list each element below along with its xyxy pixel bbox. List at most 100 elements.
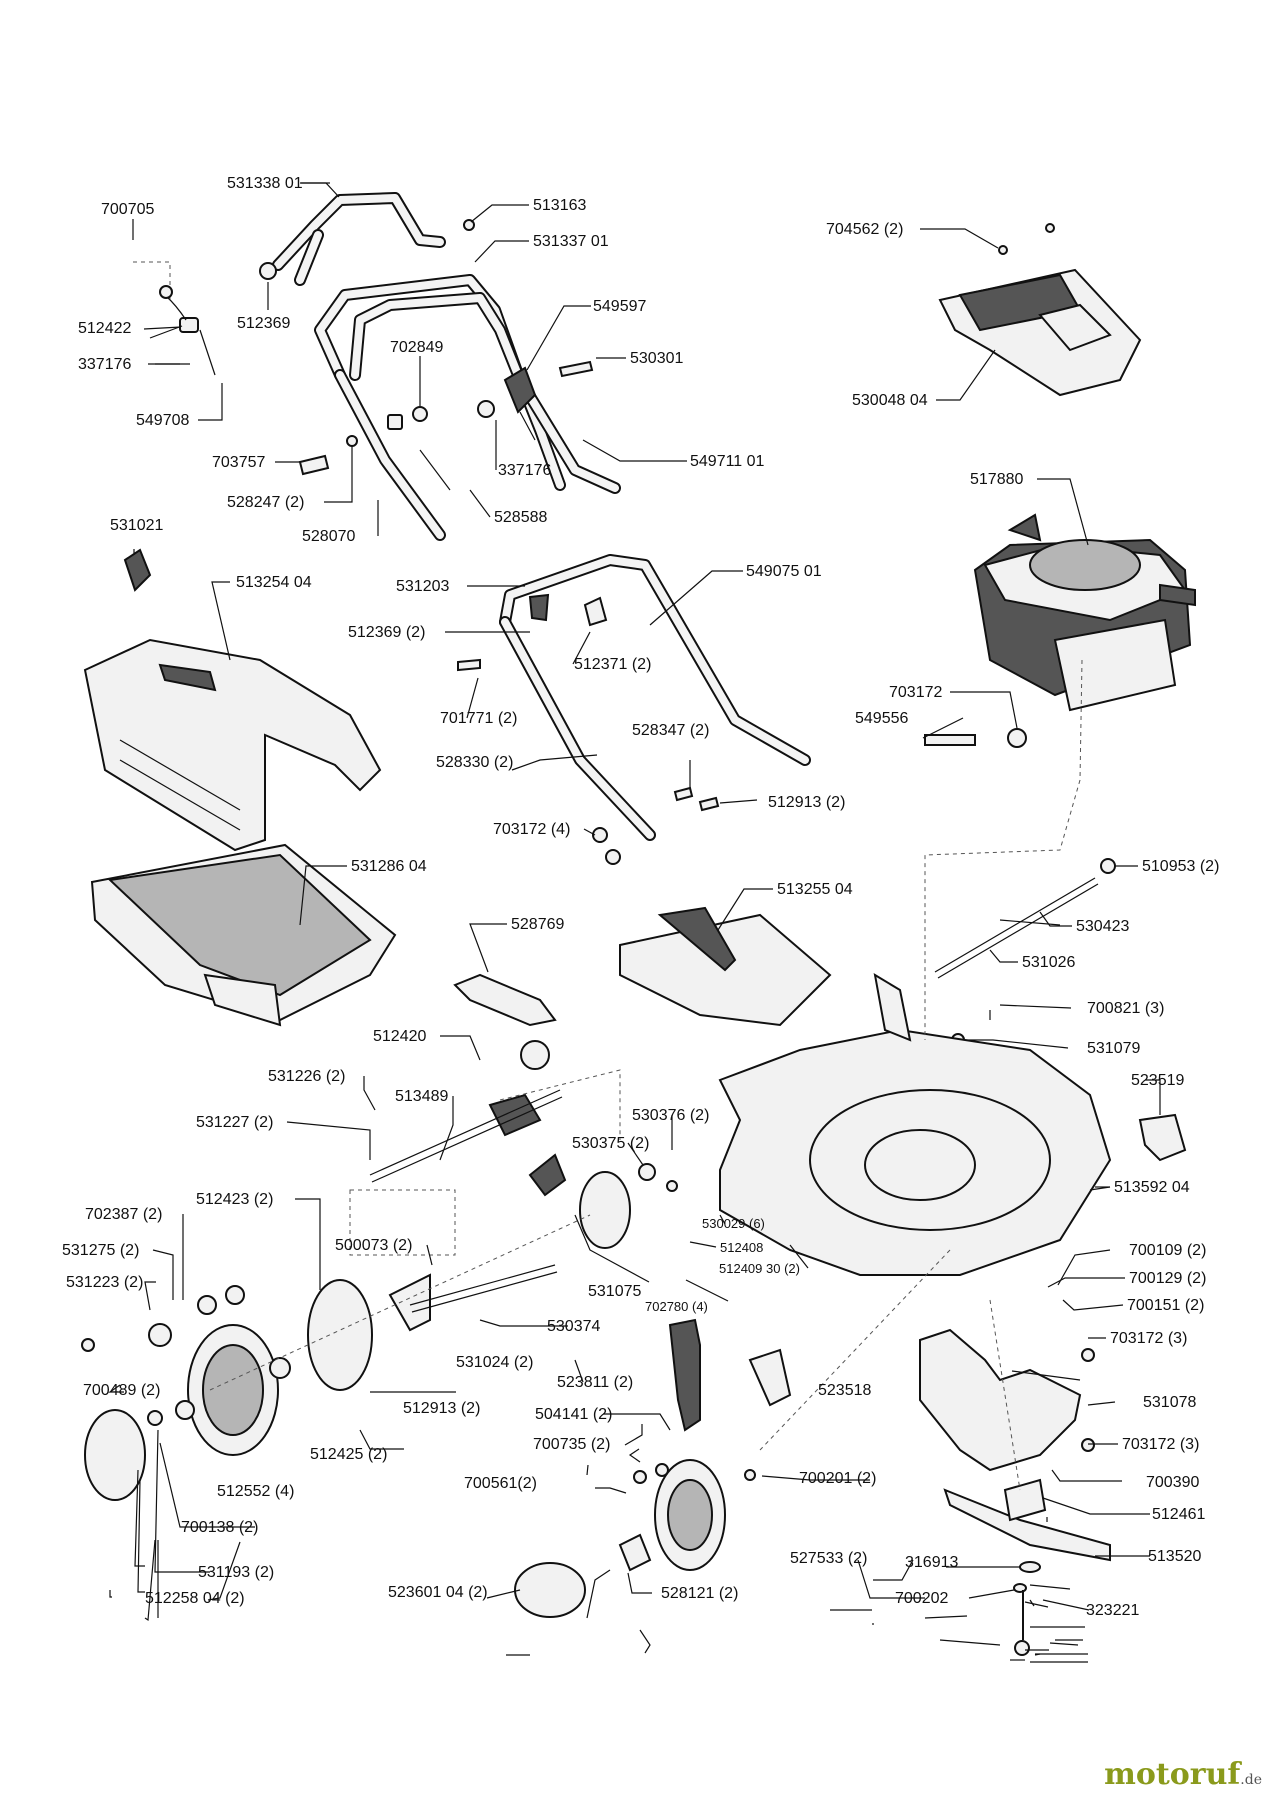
part-label: 531024 (2) xyxy=(456,1354,533,1371)
part-label: 512913 (2) xyxy=(768,794,845,811)
part-label: 702849 xyxy=(390,339,443,356)
part-label: 528247 (2) xyxy=(227,494,304,511)
part-label: 549075 01 xyxy=(746,563,822,580)
part-label: 512369 xyxy=(237,315,290,332)
handle-fasteners-part xyxy=(259,219,1055,491)
engine-cover-part xyxy=(938,268,1142,397)
part-label: 531226 (2) xyxy=(268,1068,345,1085)
bracket-531021-part xyxy=(123,548,152,592)
part-label: 700705 xyxy=(101,201,154,218)
drive-belt-part xyxy=(453,973,557,1027)
upper-handle-part xyxy=(314,274,621,541)
part-label: 530376 (2) xyxy=(632,1107,709,1124)
part-label: 700129 (2) xyxy=(1129,1270,1206,1287)
engine-part xyxy=(973,513,1196,712)
part-label: 504141 (2) xyxy=(535,1406,612,1423)
part-label: 549556 xyxy=(855,710,908,727)
part-label: 703757 xyxy=(212,454,265,471)
part-label: 703172 (3) xyxy=(1122,1436,1199,1453)
part-label: 523601 04 (2) xyxy=(388,1584,488,1601)
gearbox-axle-part xyxy=(369,1040,678,1249)
lower-handle-part xyxy=(457,554,811,841)
part-label: 528347 (2) xyxy=(632,722,709,739)
front-bracket-part xyxy=(668,1318,792,1432)
part-label: 700109 (2) xyxy=(1129,1242,1206,1259)
part-label: 523518 xyxy=(818,1382,871,1399)
part-label: 528588 xyxy=(494,509,547,526)
part-label: 704562 (2) xyxy=(826,221,903,238)
part-label: 528769 xyxy=(511,916,564,933)
part-label: 527533 (2) xyxy=(790,1550,867,1567)
part-label: 512409 30 (2) xyxy=(719,1261,800,1276)
part-label: 517880 xyxy=(970,471,1023,488)
grass-catcher-top-part xyxy=(83,638,382,852)
part-label: 700138 (2) xyxy=(181,1519,258,1536)
part-label: 528330 (2) xyxy=(436,754,513,771)
part-label: 531021 xyxy=(110,517,163,534)
lower-handle-fasteners-part xyxy=(592,728,1027,865)
watermark-name: motoruf xyxy=(1104,1757,1241,1792)
part-label: 531223 (2) xyxy=(66,1274,143,1291)
part-label: 531203 xyxy=(396,578,449,595)
part-label: 531075 xyxy=(588,1283,641,1300)
part-label: 323221 xyxy=(1086,1602,1139,1619)
part-label: 700202 xyxy=(895,1590,948,1607)
part-label: 512371 (2) xyxy=(574,656,651,673)
part-label: 530029 (6) xyxy=(702,1216,765,1231)
part-label: 512258 04 (2) xyxy=(145,1590,245,1607)
part-label: 703172 (4) xyxy=(493,821,570,838)
callout-leaders xyxy=(149,182,1110,1188)
part-label: 549708 xyxy=(136,412,189,429)
part-label: 337176 xyxy=(78,356,131,373)
part-label: 512425 (2) xyxy=(310,1446,387,1463)
part-label: 700821 (3) xyxy=(1087,1000,1164,1017)
part-label: 530048 04 xyxy=(852,392,928,409)
mower-deck-part xyxy=(718,973,1112,1276)
cable-clip-part xyxy=(133,261,216,376)
part-label: 500073 (2) xyxy=(335,1237,412,1254)
upper-handle-bow-part xyxy=(272,192,446,286)
part-label: 703172 (3) xyxy=(1110,1330,1187,1347)
drive-shaft-part xyxy=(388,1264,558,1332)
part-label: 531193 (2) xyxy=(198,1564,274,1581)
part-label: 512420 xyxy=(373,1028,426,1045)
leader-lines xyxy=(108,182,1161,1663)
part-label: 513489 xyxy=(395,1088,448,1105)
part-label: 700561(2) xyxy=(464,1475,537,1492)
part-label: 530374 xyxy=(547,1318,600,1335)
part-label: 523811 (2) xyxy=(557,1374,633,1391)
part-label: 702387 (2) xyxy=(85,1206,162,1223)
part-label: 531275 (2) xyxy=(62,1242,139,1259)
part-label: 528070 xyxy=(302,528,355,545)
part-label: 701771 (2) xyxy=(440,710,517,727)
part-label: 512461 xyxy=(1152,1506,1205,1523)
part-label: 513163 xyxy=(533,197,586,214)
part-label: 702780 (4) xyxy=(645,1299,708,1314)
part-label: 703172 xyxy=(889,684,942,701)
part-number-callouts: 531338 01 700705 513163 531337 01 704562… xyxy=(62,175,1219,1619)
part-label: 513255 04 xyxy=(777,881,853,898)
rear-flap-part xyxy=(619,906,832,1027)
part-label: 510953 (2) xyxy=(1142,858,1219,875)
grass-catcher-bag-part xyxy=(90,843,397,1027)
part-label: 700151 (2) xyxy=(1127,1297,1204,1314)
rear-wheel-part xyxy=(81,1279,373,1501)
part-label: 700735 (2) xyxy=(533,1436,610,1453)
part-label: 530301 xyxy=(630,350,683,367)
part-label: 513520 xyxy=(1148,1548,1201,1565)
assembly-guide-lines xyxy=(209,659,1083,1491)
part-label: 530375 (2) xyxy=(572,1135,649,1152)
throttle-lever-part xyxy=(503,366,537,441)
part-label: 512422 xyxy=(78,320,131,337)
part-label: 512408 xyxy=(720,1240,763,1255)
blade-adapter-part xyxy=(919,1328,1095,1472)
part-label: 531337 01 xyxy=(533,233,609,250)
part-label: 531026 xyxy=(1022,954,1075,971)
part-label: 531227 (2) xyxy=(196,1114,273,1131)
part-label: 528121 (2) xyxy=(661,1585,738,1602)
front-wheel-part xyxy=(514,1459,756,1618)
part-label: 512423 (2) xyxy=(196,1191,273,1208)
part-label: 512552 (4) xyxy=(217,1483,294,1500)
mower-blade-part xyxy=(943,1478,1111,1656)
